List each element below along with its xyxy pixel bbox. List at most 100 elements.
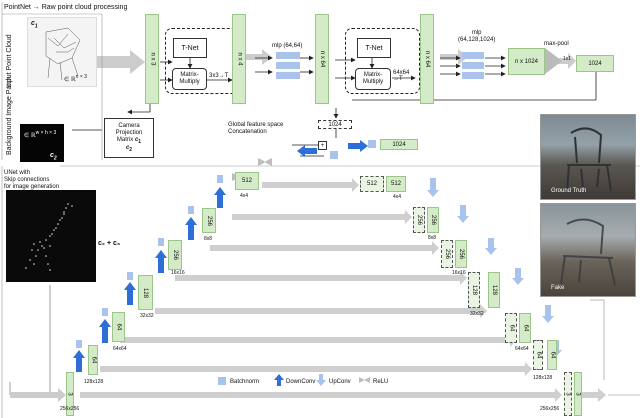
bg-dims: ∈ ℝw × h × 3 (24, 130, 57, 139)
enc-map-128: 128 (138, 275, 153, 310)
fake-photo: Fake (540, 203, 636, 297)
camera-line-2: Projection (115, 129, 143, 136)
enc-bn-1 (76, 340, 82, 348)
legend-batchnorm-swatch (218, 377, 226, 385)
point-cloud-dims: ∈ ℝn × 3 (64, 74, 87, 83)
skip-bottleneck (262, 178, 359, 192)
enc-bn-3 (127, 272, 133, 280)
giraffe-points (25, 203, 73, 271)
feature-n-x-64-b: n x 64 (420, 14, 434, 104)
skip-128 (100, 362, 532, 376)
dec-size-16: 16x16 (452, 270, 466, 276)
background-patch-label: Background Image Patch (6, 76, 13, 155)
enc-map-256b: 256 (202, 208, 216, 233)
dec-map-256-c: 256 (441, 240, 453, 268)
ground-truth-photo: Ground Truth (540, 114, 636, 200)
enc-bn-5 (188, 206, 194, 214)
dec-size-64: 64x64 (515, 346, 529, 352)
mlp-b-bar-1 (462, 52, 484, 59)
mlp-a-bar-2 (276, 62, 300, 69)
skip-8 (210, 241, 439, 255)
enc-bn-2 (102, 308, 108, 316)
global-feature-1024: 1024 (380, 139, 418, 150)
tnet-b: T-Net (357, 38, 391, 58)
enc-size-16: 16x16 (171, 270, 185, 276)
feature-n-x-1024: n x 1024 (508, 48, 545, 75)
dec-map-64-b: 64 (519, 313, 531, 343)
flow-arrow-3 (555, 53, 576, 69)
dec-size-256: 256x256 (540, 406, 560, 412)
enc-map-3: 3 (66, 372, 74, 416)
projected-point-cloud-image (6, 190, 96, 282)
enc-size-8: 8x8 (204, 236, 213, 242)
background-patch-image: ∈ ℝw × h × 3 c2 (20, 124, 64, 162)
global-feature-label: Global feature space Concatenation (228, 122, 284, 135)
dec-map-3-b: 3 (574, 372, 582, 416)
skip-64 (120, 333, 517, 347)
legend-relu: ReLU (373, 379, 389, 385)
legend-upconv: UpConv (329, 379, 351, 385)
ground-truth-label: Ground Truth (551, 188, 587, 194)
one-by-one-label: 1x1 (563, 56, 572, 62)
camera-line-3: Matrix c1 (116, 136, 142, 145)
c2-plus-c3-label: c₂ + c₃ (98, 240, 121, 247)
skip-256 (80, 388, 562, 402)
enc-size-64: 64x64 (113, 346, 127, 352)
enc-size-128: 128x128 (84, 379, 104, 385)
dec-map-128-b: 128 (488, 272, 500, 308)
point-cloud-scatter (45, 27, 81, 81)
unet-input-arrow (10, 388, 66, 402)
global-vector-1024: 1024 (576, 55, 614, 72)
transform-block-b (345, 28, 420, 94)
camera-line-1: Camera (118, 122, 140, 129)
enc-size-4: 4x4 (240, 193, 249, 199)
output-arrow (580, 388, 606, 402)
global-batchnorm (368, 140, 376, 148)
skip-16 (175, 271, 467, 285)
c2-label: c2 (50, 152, 57, 162)
dec-map-256-b: 256 (427, 207, 439, 233)
skip-32 (155, 304, 487, 318)
dec-size-8: 8x8 (428, 235, 437, 241)
dec-map-64-a: 64 (505, 313, 517, 343)
mlp-b-bar-3 (462, 72, 484, 79)
global-batchnorm-2 (330, 151, 338, 159)
point-cloud-image: c1 ∈ ℝn × 3 (27, 17, 97, 87)
dec-size-4: 4x4 (393, 194, 402, 200)
dec-map-512-a: 512 (360, 176, 384, 192)
maxpool-label: max-pool (544, 41, 569, 47)
fake-label: Fake (551, 285, 565, 291)
mlp-big-label: mlp (64,128,1024) (458, 30, 496, 43)
camera-projection-box: Camera Projection Matrix c1 c2 (104, 118, 154, 158)
dec-map-256-d: 256 (455, 240, 467, 268)
enc-map-256: 256 (168, 240, 182, 270)
dec-size-32: 32x32 (470, 311, 484, 317)
legend-batchnorm: Batchnorm (230, 379, 260, 385)
matrix-multiply-b: Matrix- Multiply (355, 68, 391, 90)
input-flow-arrow (95, 50, 145, 74)
tnet-a: T-Net (173, 38, 207, 58)
skip-4 (232, 210, 412, 224)
enc-map-64b: 64 (112, 312, 125, 342)
camera-line-4: c2 (125, 145, 133, 154)
dec-map-256-a: 256 (413, 207, 425, 233)
enc-bn-6 (217, 175, 223, 183)
mlp-b-bar-2 (462, 62, 484, 69)
mlp-a-bar-1 (276, 52, 300, 59)
dec-size-128: 128x128 (533, 375, 553, 381)
concat-plus: + (318, 141, 327, 150)
legend-downconv: DownConv (286, 379, 316, 385)
enc-bn-4 (158, 238, 164, 246)
enc-size-32: 32x32 (140, 313, 154, 319)
feature-n-x-4: n x 4 (232, 14, 246, 104)
mlp-a-bar-3 (276, 72, 300, 79)
pointnet-title: PointNet → Raw point cloud processing (4, 4, 128, 11)
enc-map-64: 64 (88, 345, 98, 375)
flow-arrow-2 (440, 49, 468, 65)
transform-3x3: 3x3→T (209, 73, 229, 79)
enc-map-512: 512 (235, 172, 259, 190)
feature-n-x-64-a: n x 64 (315, 14, 329, 104)
dec-map-3-a: 3 (564, 372, 572, 416)
matrix-multiply-a: Matrix- Multiply (172, 68, 207, 90)
